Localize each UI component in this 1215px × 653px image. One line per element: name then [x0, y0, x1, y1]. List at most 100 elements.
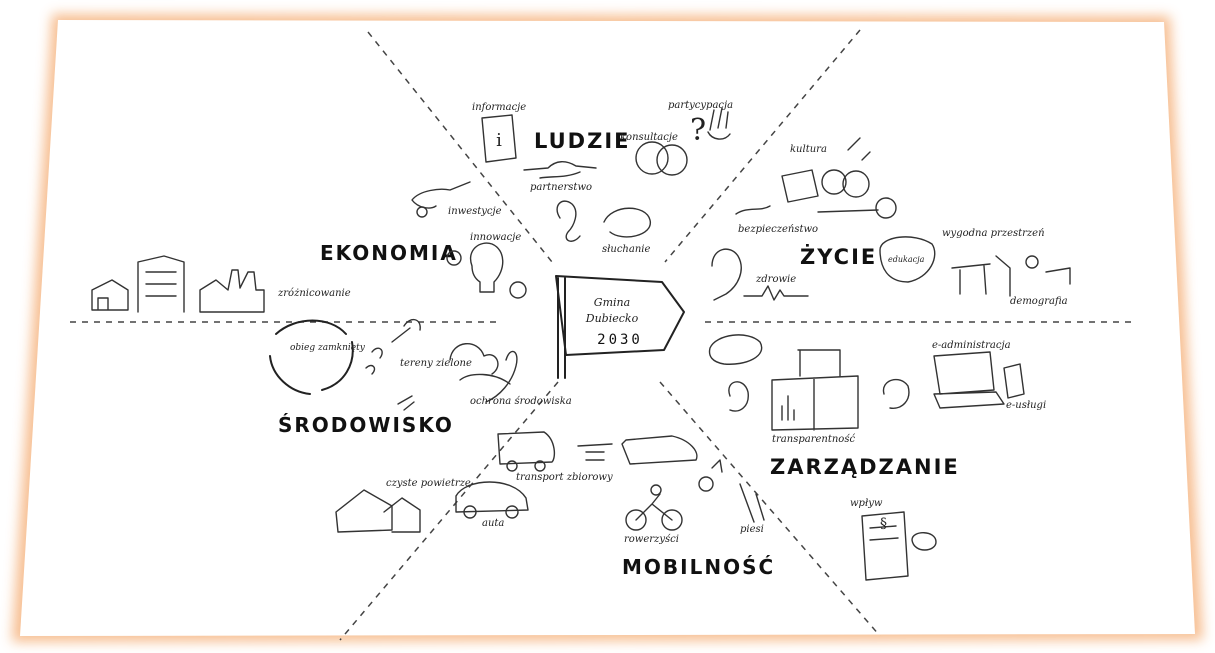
protecting-hand-icon: [485, 350, 518, 403]
woman-profile-icon: [711, 248, 742, 301]
bus-wheel-icon: [506, 460, 518, 472]
laptop-icon: [933, 351, 1005, 409]
label-eadmin: e-administracja: [932, 340, 1011, 351]
person-head-icon: [1025, 255, 1039, 269]
shovel-icon: [391, 319, 421, 343]
srodowisko-sketches: obieg zamknięty tereny zielone ochrona ś…: [269, 319, 572, 411]
label-euslugi: e-usługi: [1006, 400, 1046, 411]
label-czyste: czyste powietrze: [386, 478, 471, 489]
category-ekonomia: EKONOMIA: [320, 241, 458, 265]
law-document-icon: [861, 511, 909, 581]
label-bezpieczenstwo: bezpieczeństwo: [738, 224, 818, 235]
label-partnerstwo: partnerstwo: [530, 182, 592, 193]
zycie-sketches: kultura bezpieczeństwo zdrowie edukacja …: [711, 137, 1071, 307]
label-innowacje: innowacje: [470, 232, 521, 243]
comment-bubble-icon: [911, 532, 937, 551]
label-inwestycje: inwestycje: [448, 206, 502, 217]
category-ludzie: LUDZIE: [534, 129, 631, 153]
bench-icon: [951, 255, 1011, 297]
bus-stop-icon: [585, 451, 605, 461]
raised-hand-icon: [707, 107, 731, 140]
label-zdrowie: zdrowie: [755, 274, 796, 285]
divider-lower-left: [339, 381, 559, 641]
citizen-head-icon: [728, 381, 749, 412]
category-zycie: ŻYCIE: [800, 244, 877, 269]
ludzie-sketches: i ? informacje partycypacja konsultacje …: [472, 100, 733, 255]
bicycle-wheel-icon: [625, 509, 647, 531]
heartbeat-icon: [743, 285, 809, 301]
pedestrian-icon: [739, 483, 765, 523]
plant-icon: [365, 347, 383, 375]
sign-line-2: Dubiecko: [585, 312, 639, 325]
car-wheel-2-icon: [505, 505, 519, 519]
cyclist-head-icon: [650, 484, 662, 496]
label-wplyw: wpływ: [850, 498, 883, 509]
label-przestrzen: wygodna przestrzeń: [942, 228, 1045, 239]
zarzadzanie-sketches: transparentność e-administracja e-usługi…: [708, 334, 1046, 581]
category-srodowisko: ŚRODOWISKO: [278, 413, 454, 437]
label-transparentnosc: transparentność: [772, 434, 855, 445]
label-konsultacje: konsultacje: [620, 132, 678, 143]
coin-icon: [416, 206, 428, 218]
label-tereny: tereny zielone: [400, 358, 472, 369]
book-icon: [781, 169, 819, 203]
label-edukacja: edukacja: [888, 255, 925, 264]
divider-lines: [70, 29, 1135, 641]
bus-wheel-2-icon: [534, 460, 546, 472]
listening-bubble-icon: [603, 207, 651, 238]
question-mark-icon: ?: [690, 113, 706, 148]
bar-chart-icon: [781, 395, 795, 421]
sign-line-1: Gmina: [594, 296, 630, 309]
label-transport: transport zbiorowy: [516, 472, 613, 483]
car-wheel-icon: [463, 505, 477, 519]
divider-upper-right: [664, 29, 861, 263]
label-kultura: kultura: [790, 144, 827, 155]
open-book-chart-icon: [771, 375, 859, 431]
official-figure-icon: [797, 349, 841, 377]
microphone-icon: [847, 137, 871, 161]
label-demografia: demografia: [1010, 296, 1068, 307]
tree-landscape-icon: [449, 342, 511, 385]
recycle-arrows-icon: [269, 319, 354, 395]
thought-cloud-icon: [708, 334, 763, 365]
idea-bubble-icon: [446, 250, 462, 266]
mobilnosc-sketches: transport zbiorowy auta czyste powietrze…: [335, 431, 765, 545]
label-ochrona: ochrona środowiska: [470, 396, 572, 407]
category-zarzadzanie: ZARZĄDZANIE: [770, 455, 960, 479]
wheelchair-user-icon: [711, 459, 723, 473]
wheelchair-icon: [698, 476, 714, 492]
label-partycypacja: partycypacja: [668, 100, 733, 111]
label-sluchanie: słuchanie: [602, 244, 650, 255]
bus-icon: [497, 431, 556, 465]
film-reel-icon: [875, 197, 897, 219]
mobile-phone-icon: [1003, 363, 1025, 399]
signpost: Gmina Dubiecko 2030: [555, 275, 685, 379]
house-icon: [91, 279, 129, 311]
label-piesi: piesi: [740, 524, 764, 535]
divider-upper-left: [367, 31, 553, 263]
theatre-mask-icon: [821, 169, 847, 195]
houses-icon: [335, 489, 421, 533]
idea-bubble-2-icon: [509, 281, 527, 299]
label-rowerzysci: rowerzyści: [624, 534, 679, 545]
armchair-icon: [879, 236, 936, 283]
train-icon: [577, 435, 698, 465]
divider-lower-right: [659, 381, 881, 637]
ear-icon: [556, 200, 581, 242]
office-building-icon: [137, 255, 185, 313]
cyclist-icon: [635, 493, 673, 521]
bicycle-wheel-2-icon: [661, 509, 683, 531]
seesaw-icon: [1045, 267, 1071, 285]
handshake-icon: [523, 161, 597, 179]
poster-frame: [12, 14, 1203, 642]
speech-bubble-icon: [635, 141, 669, 175]
category-mobilnosc: MOBILNOŚĆ: [622, 555, 775, 579]
film-strip-icon: [817, 209, 879, 213]
paragraph-icon: §: [880, 516, 887, 532]
ekonomia-sketches: inwestycje innowacje zróżnicowanie: [91, 181, 527, 313]
factory-icon: [199, 269, 265, 313]
speech-bubble-2-icon: [656, 144, 688, 176]
label-auta: auta: [482, 518, 504, 529]
